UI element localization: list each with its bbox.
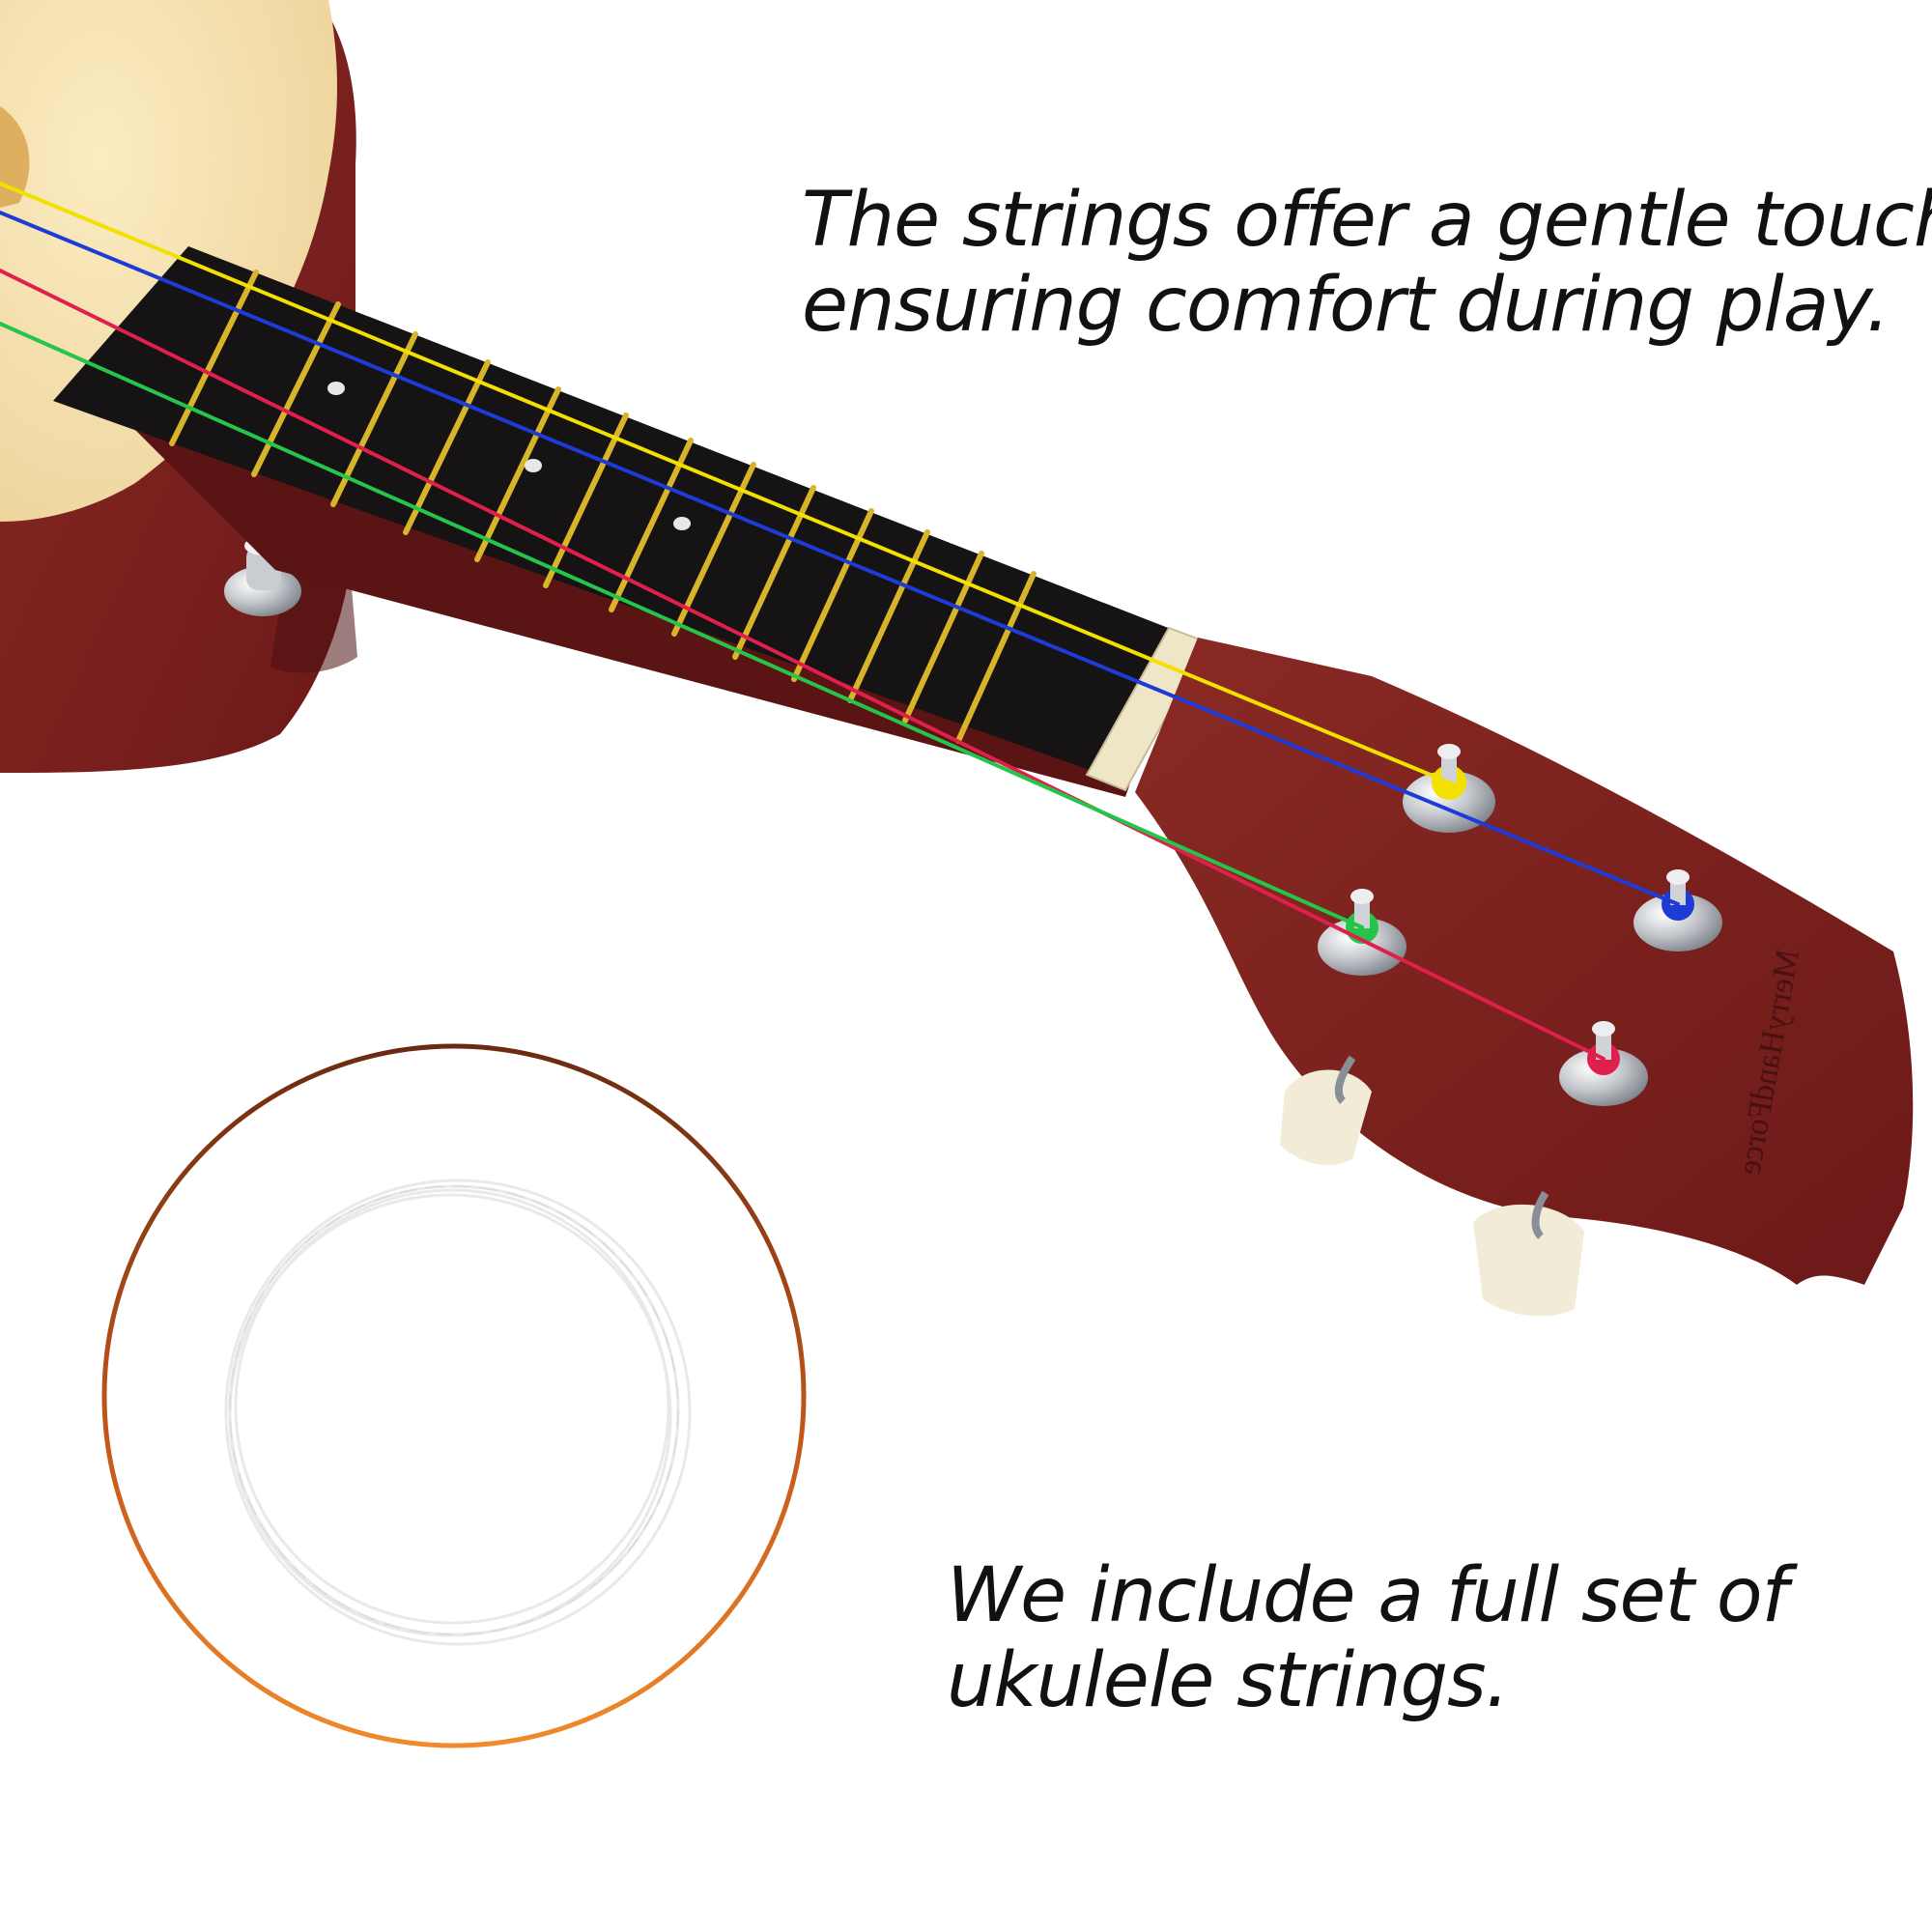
tuning-posts [1318, 744, 1722, 1106]
string-red [0, 269, 1605, 1061]
caption-gentle-touch: The strings offer a gentle touch, ensuri… [802, 178, 1932, 348]
tuner-buttons [1280, 1055, 1584, 1317]
string-set-ring [101, 1043, 807, 1748]
string-yellow [0, 182, 1451, 784]
headstock [1135, 638, 1914, 1285]
caption-line: ukulele strings. [947, 1637, 1510, 1724]
strings [0, 182, 1680, 1061]
string-blue [0, 211, 1680, 906]
caption-line: The strings offer a gentle touch, [802, 177, 1932, 264]
caption-line: We include a full set of [947, 1552, 1788, 1639]
frets [169, 270, 1037, 744]
fret-markers [327, 382, 691, 530]
string-green [0, 322, 1364, 929]
caption-full-set: We include a full set of ukulele strings… [947, 1552, 1788, 1724]
caption-line: ensuring comfort during play. [802, 262, 1890, 349]
